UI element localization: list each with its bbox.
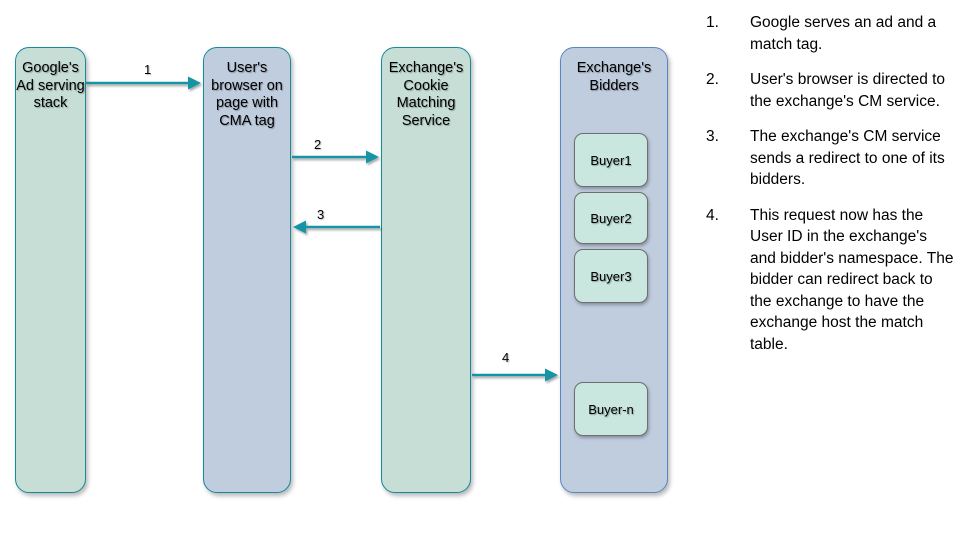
legend-item-number: 4.: [706, 206, 719, 224]
arrow-3: [293, 220, 380, 234]
lane-exchange-cookie-matching-service[interactable]: Exchange's Cookie Matching Service: [381, 47, 471, 493]
buyer-box-buyer-n[interactable]: Buyer-n: [574, 382, 648, 436]
legend-item-text: User's browser is directed to the exchan…: [750, 71, 946, 110]
legend-item-3: 3. The exchange's CM service sends a redi…: [706, 126, 954, 191]
lane-label: User's browser on page with CMA tag: [211, 60, 283, 129]
arrow-label-2: 2: [314, 137, 322, 152]
lane-label: Exchange's Bidders: [576, 60, 652, 94]
legend-item-1: 1. Google serves an ad and a match tag.: [706, 12, 954, 55]
arrow-1: [86, 76, 201, 90]
legend-item-4: 4. This request now has the User ID in th…: [706, 205, 954, 356]
buyer-box-buyer1[interactable]: Buyer1: [574, 133, 648, 187]
arrow-label-3: 3: [317, 207, 325, 222]
legend-item-number: 2.: [706, 71, 719, 88]
arrow-label-4: 4: [502, 350, 510, 365]
lane-label: Exchange's Cookie Matching Service: [388, 60, 464, 129]
lane-users-browser[interactable]: User's browser on page with CMA tag: [203, 47, 291, 493]
buyer-label: Buyer1: [590, 152, 632, 168]
legend-item-text: This request now has the User ID in the …: [750, 206, 954, 353]
arrow-label-1: 1: [144, 62, 152, 77]
steps-legend: 1. Google serves an ad and a match tag. 2.…: [706, 12, 954, 369]
buyer-label: Buyer2: [590, 210, 632, 226]
lane-google-ad-serving-stack[interactable]: Google's Ad serving stack: [15, 47, 86, 493]
legend-item-2: 2. User's browser is directed to the exch…: [706, 69, 954, 112]
legend-item-text: Google serves an ad and a match tag.: [750, 14, 937, 53]
legend-item-number: 1.: [706, 14, 719, 31]
buyer-box-buyer2[interactable]: Buyer2: [574, 192, 648, 244]
arrow-4: [472, 368, 558, 382]
lane-label: Google's Ad serving stack: [16, 60, 85, 111]
buyer-label: Buyer-n: [588, 401, 634, 417]
legend-item-number: 3.: [706, 128, 719, 145]
buyer-label: Buyer3: [590, 268, 632, 284]
buyer-box-buyer3[interactable]: Buyer3: [574, 249, 648, 303]
legend-item-text: The exchange's CM service sends a redire…: [750, 128, 945, 188]
arrow-2: [292, 150, 379, 164]
